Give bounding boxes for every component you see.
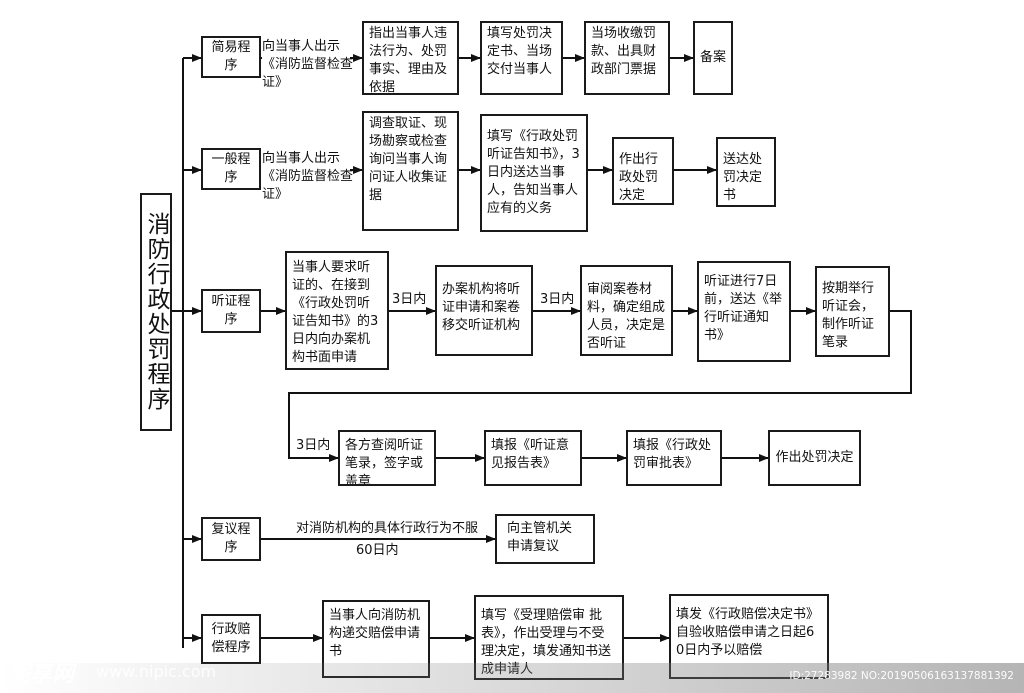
watermark-logo: 昵享网 (8, 662, 75, 687)
watermark-id: ID:27283982 NO:20190506163137881392 (789, 670, 1014, 682)
simple-step-1: 向当事人出示《消防监督检查证》 (262, 39, 354, 90)
simple-step-3: 填写处罚决定书、当场交付当事人 (480, 21, 563, 95)
hearing-edge-label-2: 3日内 (540, 292, 575, 307)
hearing-step-2: 办案机构将听证申请和案卷移交听证机构 (435, 265, 533, 356)
general-step-2: 调查取证、现场勘察或检查询问当事人询问证人收集证据 (362, 111, 459, 231)
hearing-edge-label-3: 3日内 (296, 438, 331, 453)
hearing-step-6: 各方查阅听证笔录，签字或盖章 (338, 430, 436, 486)
hearing-step-1: 当事人要求听证的、在接到《行政处罚听证告知书》的3日内向办案机构书面申请 (285, 251, 389, 370)
branch-review: 复议程序 (201, 517, 261, 561)
branch-simple: 简易程序 (201, 36, 261, 78)
branch-compensation: 行政赔偿程序 (201, 614, 261, 664)
general-step-1: 向当事人出示《消防监督检查证》 (262, 151, 354, 202)
general-step-3: 填写《行政处罚听证告知书》，3日内送达当事人，告知当事人应有的义务 (480, 114, 588, 232)
review-edge-label-top: 对消防机构的具体行政行为不服 (296, 521, 479, 536)
simple-step-4: 当场收缴罚款、出具财政部门票据 (584, 21, 670, 95)
hearing-step-9: 作出处罚决定 (768, 430, 861, 486)
hearing-step-3: 审阅案卷材料，确定组成人员，决定是否听证 (580, 265, 673, 356)
review-step-1: 向主管机关申请复议 (495, 514, 595, 564)
hearing-step-5: 按期举行听证会，制作听证笔录 (815, 266, 890, 357)
branch-hearing: 听证程序 (201, 289, 261, 333)
watermark-site: www.nipic.com (96, 662, 217, 681)
general-step-5: 送达处罚决定书 (716, 137, 776, 207)
simple-step-2: 指出当事人违法行为、处罚事实、理由及依据 (362, 21, 459, 95)
branch-general: 一般程序 (201, 148, 261, 190)
general-step-4: 作出行政处罚决定 (612, 137, 674, 205)
watermark-bar (0, 663, 1024, 693)
hearing-step-4: 听证进行7日前，送达《举行听证通知书》 (697, 261, 791, 362)
diagram-title: 消防行政处罚程序 (140, 193, 172, 431)
hearing-step-8: 填报《行政处罚审批表》 (626, 430, 722, 486)
hearing-step-7: 填报《听证意见报告表》 (484, 430, 582, 486)
simple-step-5: 备案 (693, 21, 733, 95)
review-edge-label-bottom: 60日内 (356, 543, 399, 558)
hearing-edge-label-1: 3日内 (392, 292, 427, 307)
